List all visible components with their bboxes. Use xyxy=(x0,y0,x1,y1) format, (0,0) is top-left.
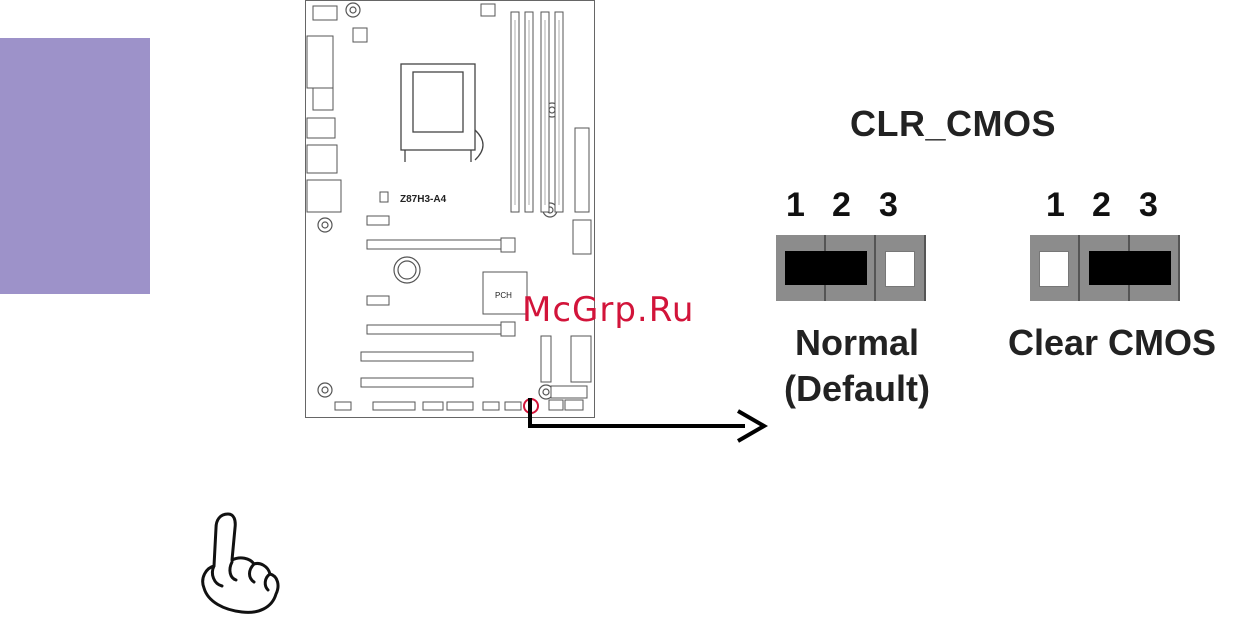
pin-number: 2 xyxy=(1092,186,1111,225)
jumper-cap xyxy=(785,251,867,285)
pin-number: 1 xyxy=(1046,186,1065,225)
clear-jumper-block xyxy=(1030,235,1180,301)
arrow-right-icon xyxy=(520,398,770,444)
clr-cmos-title: CLR_CMOS xyxy=(850,103,1056,145)
pin-number: 1 xyxy=(786,186,805,225)
pin-number: 3 xyxy=(1139,186,1158,225)
pin-number: 3 xyxy=(879,186,898,225)
clear-caption: Clear CMOS xyxy=(990,320,1234,366)
normal-caption-line2: (Default) xyxy=(772,366,942,412)
motherboard-diagram: Z87H3-A4 PCH xyxy=(305,0,595,418)
open-pin-hole xyxy=(1039,251,1069,287)
section-side-tab xyxy=(0,38,150,294)
watermark: McGrp.Ru xyxy=(522,290,694,330)
board-model-label: Z87H3-A4 xyxy=(400,194,447,205)
pch-label: PCH xyxy=(495,291,512,300)
open-pin-hole xyxy=(885,251,915,287)
jumper-pin xyxy=(876,235,926,301)
normal-caption-line1: Normal xyxy=(772,320,942,366)
normal-caption: Normal (Default) xyxy=(772,320,942,412)
jumper-cap xyxy=(1089,251,1171,285)
pin-number: 2 xyxy=(832,186,851,225)
pointing-hand-icon xyxy=(188,508,284,618)
normal-jumper-block xyxy=(776,235,926,301)
jumper-pin xyxy=(1030,235,1080,301)
